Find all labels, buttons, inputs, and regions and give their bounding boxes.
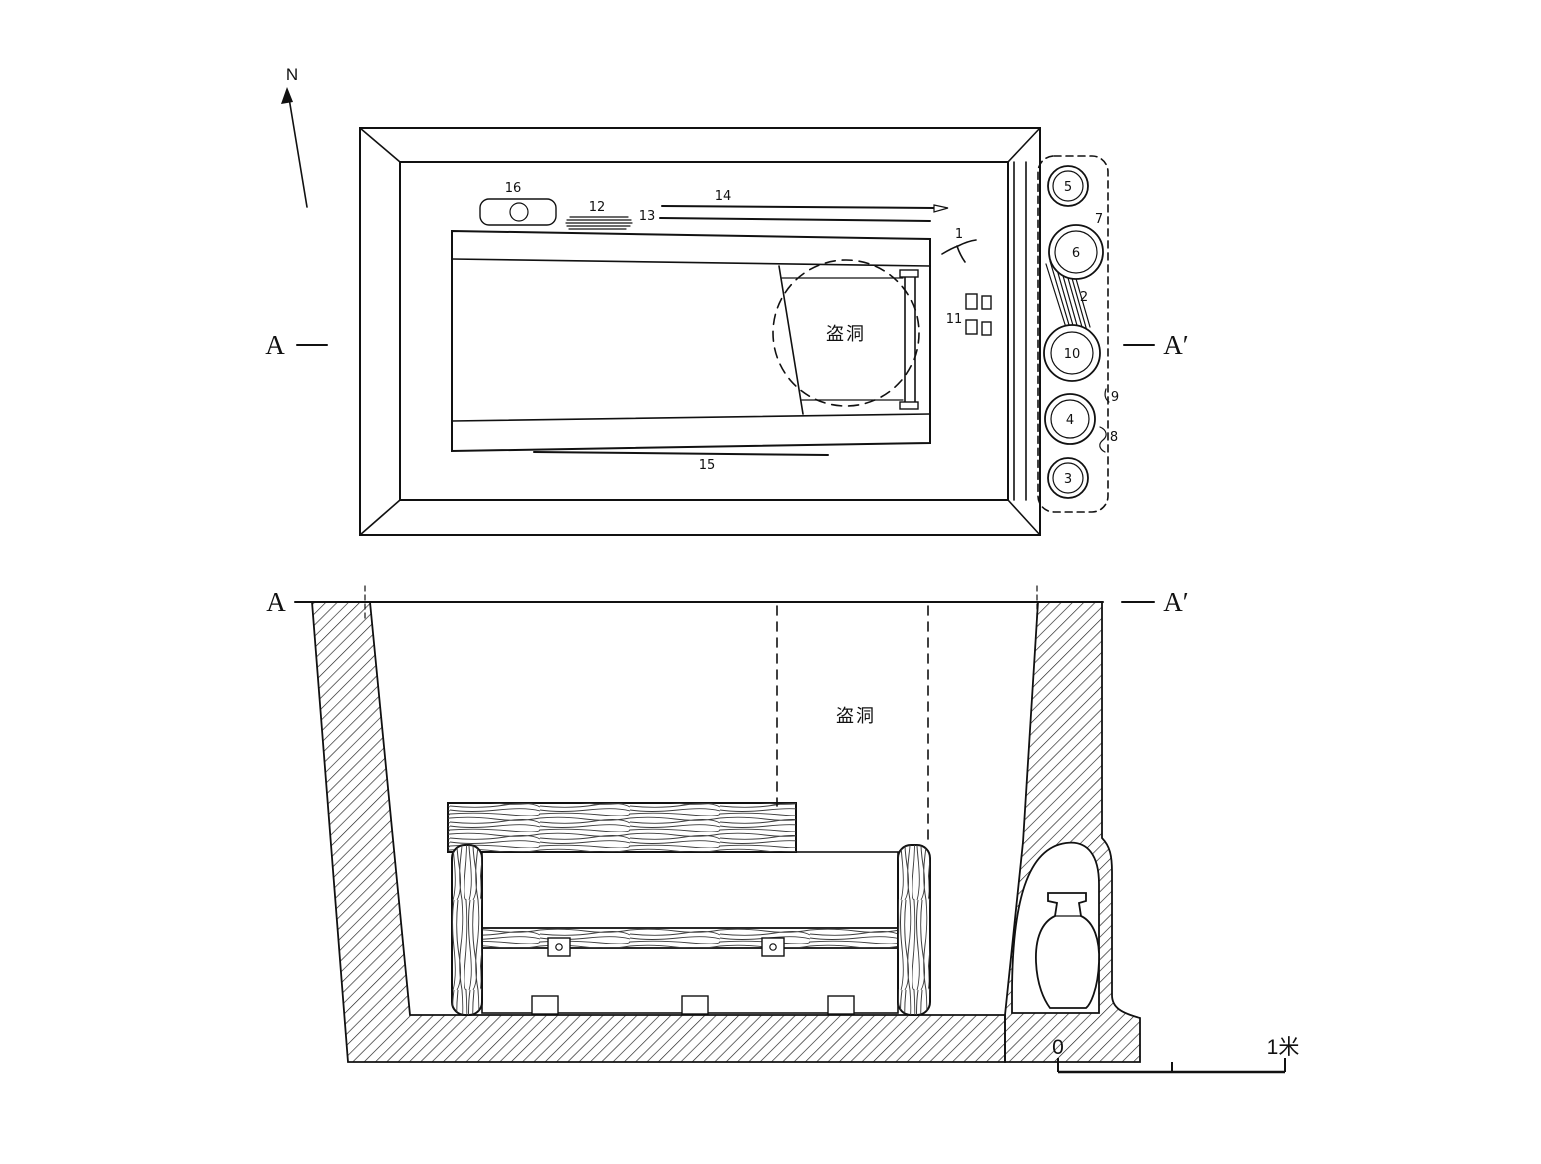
vessel-label-4: 4 xyxy=(1066,413,1074,428)
section-view: 盗洞 A A′ xyxy=(266,585,1189,1063)
niche-pot xyxy=(1035,892,1100,1009)
item-15-rod: 15 xyxy=(533,451,829,473)
item-label-13: 13 xyxy=(639,209,656,224)
vessel-circle-4: 4 xyxy=(1044,393,1096,445)
north-arrow-shaft xyxy=(288,97,308,208)
scale-bar: 0 1米 xyxy=(1052,1036,1300,1074)
coffin-lid-board xyxy=(447,802,797,853)
coffin-sleeper-2 xyxy=(681,995,709,1015)
item-12-object: 12 xyxy=(565,200,633,230)
vessel-label-5: 5 xyxy=(1064,180,1072,195)
item-9-object xyxy=(1104,388,1110,403)
coffin-disturbed-edge xyxy=(778,265,804,415)
item-label-16: 16 xyxy=(505,181,522,196)
coffin-end-plank-right xyxy=(897,844,931,1016)
plan-vessel-niche: 5 6 10 4 3 xyxy=(1037,155,1119,513)
section-robber-hole: 盗洞 xyxy=(776,605,929,843)
coffin-outline xyxy=(451,229,931,453)
plan-view: 5 6 10 4 3 xyxy=(265,127,1189,536)
vessel-label-6: 6 xyxy=(1072,246,1080,261)
section-label-left: A xyxy=(266,587,286,617)
scale-zero-label: 0 xyxy=(1052,1036,1064,1059)
pit-mitre-top-left xyxy=(359,127,401,163)
pit-inner-edge xyxy=(399,161,1009,501)
coffin-sleeper-1 xyxy=(531,995,559,1015)
pit-mitre-bottom-right xyxy=(1007,499,1041,536)
vessel-circle-10: 10 xyxy=(1043,324,1101,382)
coffin-bottom-plank-line xyxy=(451,413,931,422)
item-label-8: 8 xyxy=(1110,430,1118,445)
plan-pit-frame xyxy=(359,127,1041,536)
vessel-circle-6: 6 xyxy=(1048,224,1104,280)
item-11-objects: 11 xyxy=(946,293,992,336)
coffin-end-plank-cap-bottom xyxy=(899,401,919,410)
item-label-2: 2 xyxy=(1080,290,1088,305)
north-arrow-head xyxy=(281,87,293,104)
item-8-object xyxy=(1099,426,1107,453)
item-label-14: 14 xyxy=(715,189,732,204)
section-label-right: A′ xyxy=(1163,587,1188,617)
section-niche xyxy=(1011,841,1100,1014)
plan-robber-hole-label: 盗洞 xyxy=(826,324,866,345)
item-label-12: 12 xyxy=(589,200,606,215)
coffin-sleeper-3 xyxy=(827,995,855,1015)
section-coffin xyxy=(447,802,931,1016)
niche-dashed-outline xyxy=(1037,155,1109,513)
coffin-floor-cleat-2 xyxy=(761,937,785,957)
plan-finds: 16 12 14 13 15 xyxy=(479,181,992,473)
item-13-rod: 13 xyxy=(639,209,931,224)
plan-section-label-left: A xyxy=(265,330,285,360)
item-label-9: 9 xyxy=(1111,390,1119,405)
vessel-label-10: 10 xyxy=(1064,347,1081,362)
pit-outer-edge xyxy=(359,127,1041,536)
north-arrow: N xyxy=(281,65,308,208)
vessel-circle-5: 5 xyxy=(1047,165,1089,207)
plan-section-label-right: A′ xyxy=(1163,330,1188,360)
plan-coffin: 盗洞 xyxy=(451,229,931,453)
section-robber-hole-label: 盗洞 xyxy=(836,706,876,727)
item-label-7: 7 xyxy=(1095,212,1103,227)
vessel-circle-3: 3 xyxy=(1047,457,1089,499)
vessel-label-3: 3 xyxy=(1064,472,1072,487)
pit-mitre-top-right xyxy=(1007,127,1041,163)
scale-one-meter-label: 1米 xyxy=(1267,1036,1300,1059)
coffin-floor-cleat-1 xyxy=(547,937,571,957)
item-label-1: 1 xyxy=(955,227,963,242)
coffin-end-plank-left xyxy=(451,844,483,1016)
pit-mitre-bottom-left xyxy=(359,499,401,536)
section-ground-line: A A′ xyxy=(266,585,1189,621)
item-label-11: 11 xyxy=(946,312,963,327)
item-16-vessel: 16 xyxy=(479,181,557,226)
item-14-rod: 14 xyxy=(661,189,949,213)
coffin-top-plank-line xyxy=(451,258,931,267)
item-label-15: 15 xyxy=(699,458,716,473)
north-label: N xyxy=(286,65,298,84)
coffin-end-plank-cap-top xyxy=(899,269,919,278)
plan-section-line: A A′ xyxy=(265,330,1188,360)
item-1-object: 1 xyxy=(941,227,977,263)
robber-hole-circle xyxy=(772,259,920,407)
coffin-floor-board xyxy=(461,927,921,949)
